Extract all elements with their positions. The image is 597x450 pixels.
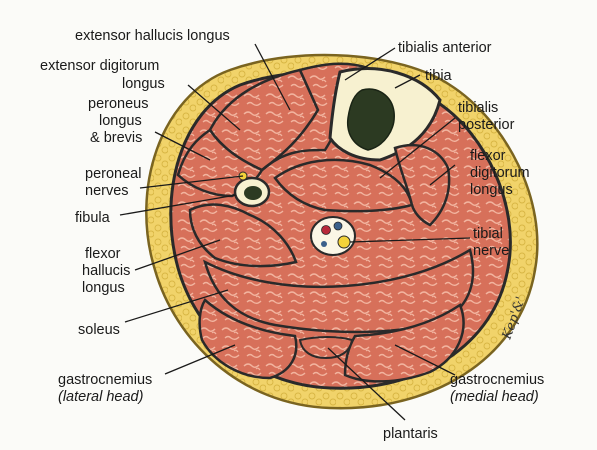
label-tibialis-posterior: tibialis posterior (458, 100, 515, 133)
label-tibial-nerve: tibial nerve (473, 226, 509, 259)
label-extensor-digitorum-longus: extensor digitorum longus (40, 58, 165, 92)
label-flexor-hallucis-longus: flexor hallucis longus (82, 246, 134, 296)
label-plantaris: plantaris (383, 426, 438, 442)
tibial-artery (322, 226, 331, 235)
label-tibialis-anterior: tibialis anterior (398, 40, 492, 56)
tibial-nerve-dot (338, 236, 350, 248)
label-peroneus-longus-brevis: peroneus longus & brevis (88, 96, 153, 146)
vessel-small (321, 241, 327, 247)
label-gastrocnemius-medial: gastrocnemius (medial head) (450, 372, 548, 405)
label-gastrocnemius-lateral: gastrocnemius (lateral head) (58, 372, 156, 405)
tibial-vein (334, 222, 342, 230)
label-soleus: soleus (78, 322, 120, 338)
label-peroneal-nerves: peroneal nerves (85, 166, 145, 199)
label-tibia: tibia (425, 68, 453, 84)
fibula-marrow (244, 186, 262, 200)
neurovascular-bundle (311, 217, 355, 255)
label-extensor-hallucis-longus: extensor hallucis longus (75, 28, 230, 44)
label-fibula: fibula (75, 210, 111, 226)
